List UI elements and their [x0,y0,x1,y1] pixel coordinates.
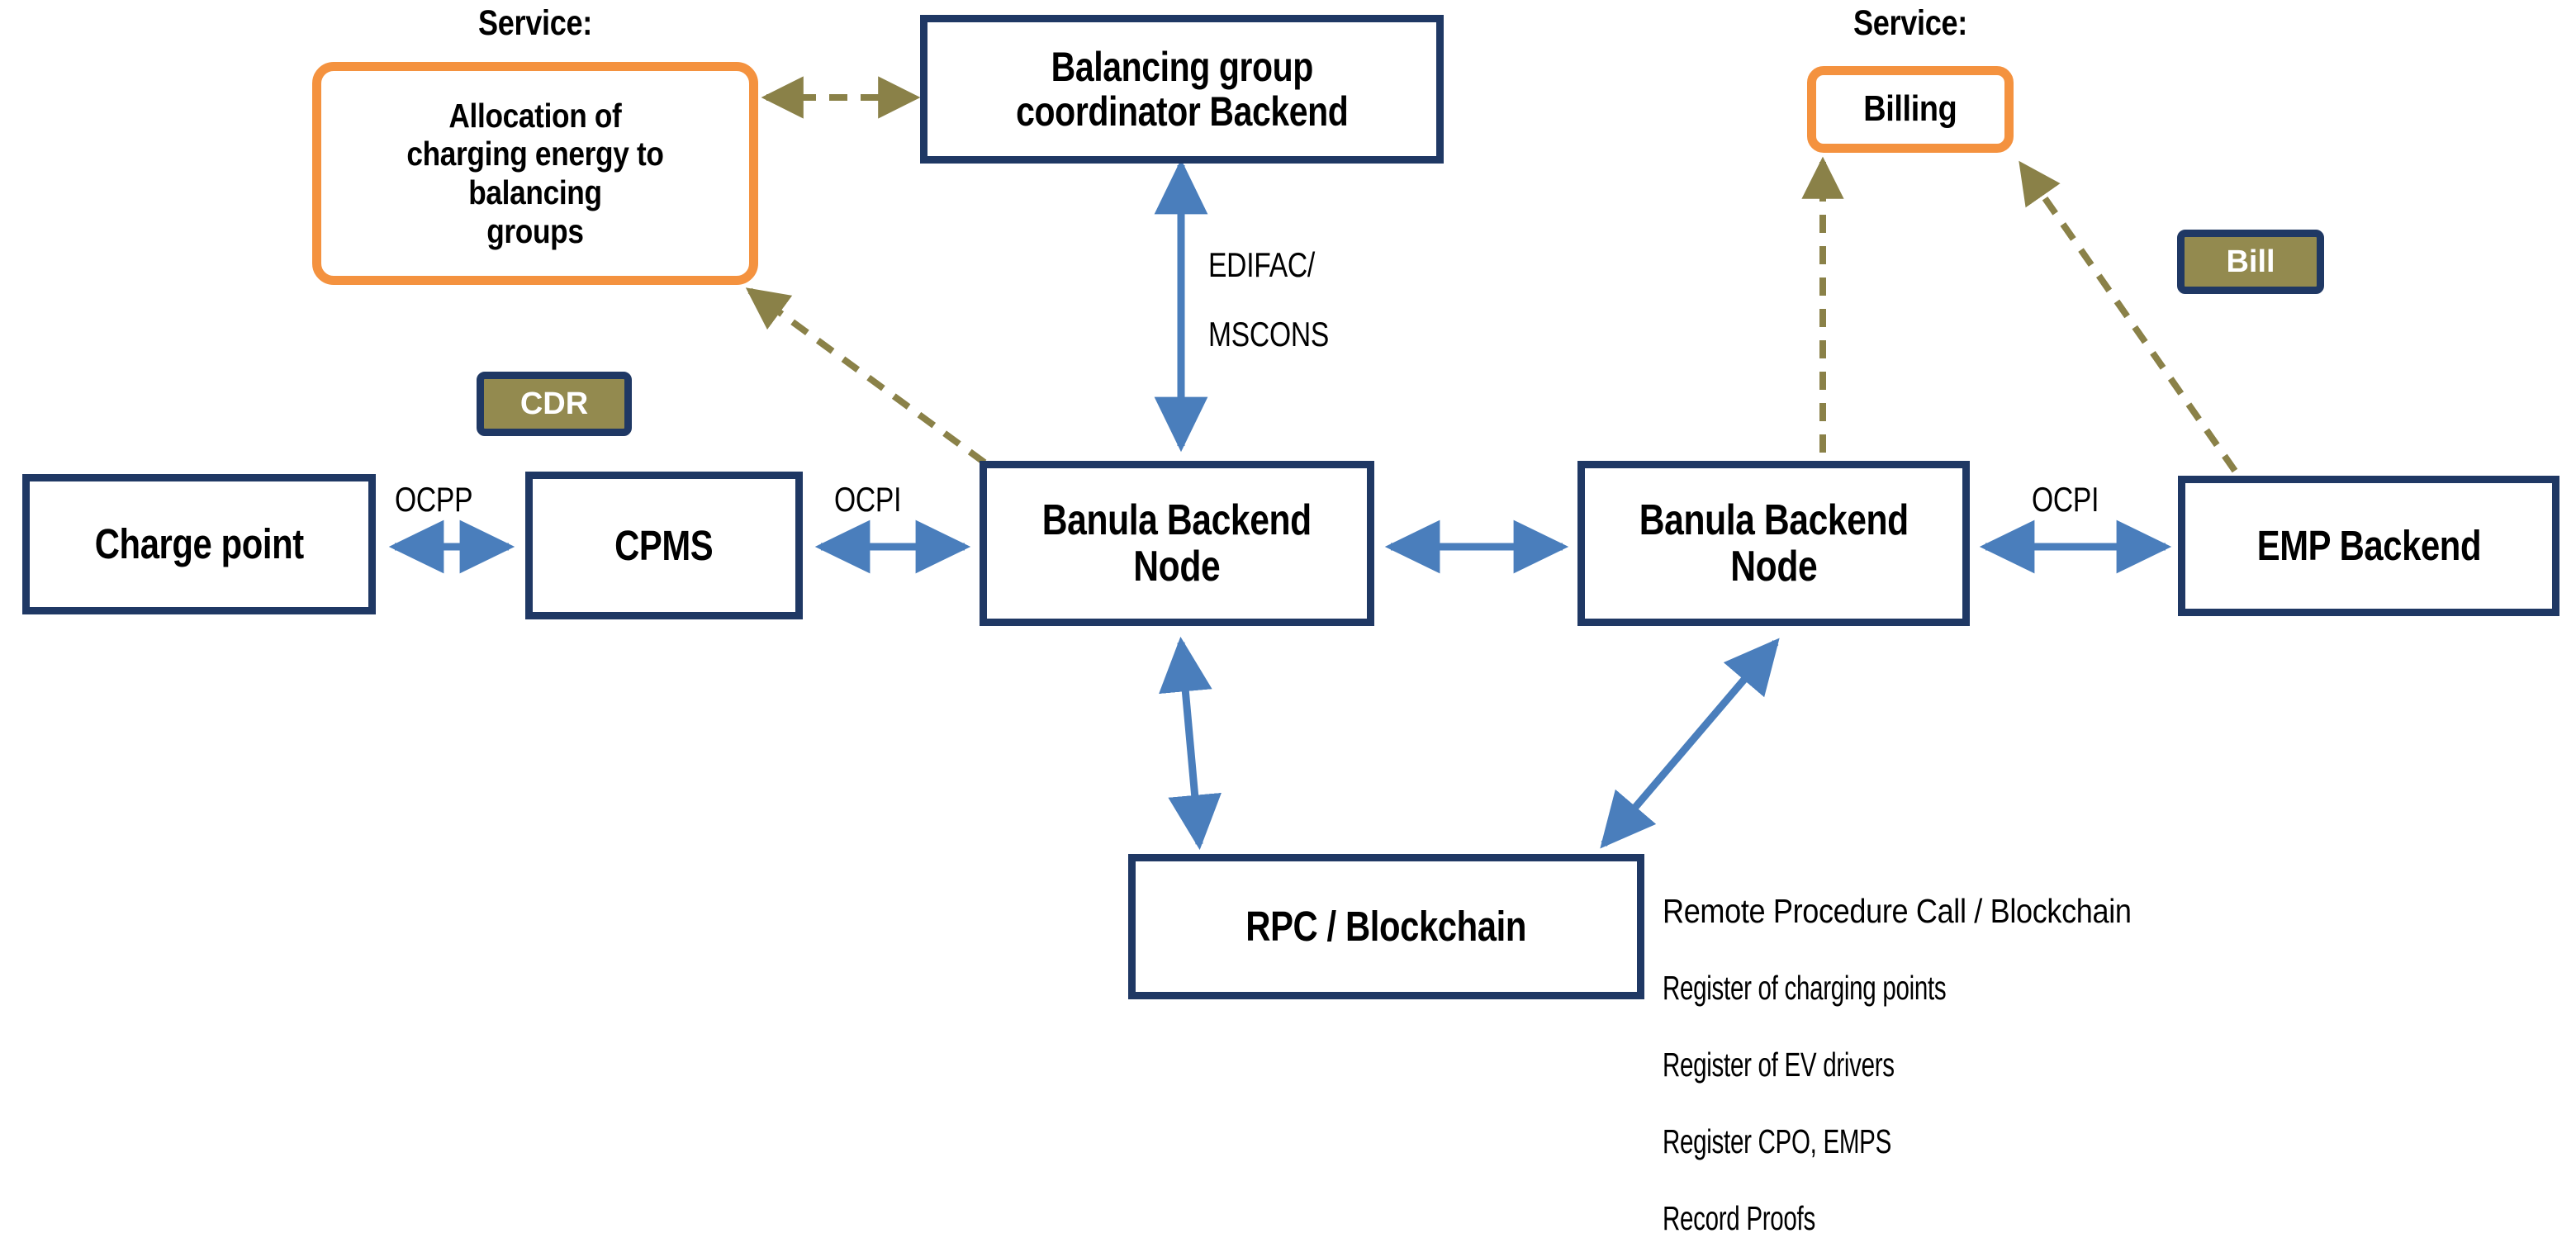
edge-label-ocpi-right: OCPI [2032,480,2099,519]
legend-line: Register of EV drivers [1663,1046,1895,1084]
artifact-badge-bill[interactable]: Bill [2177,230,2324,294]
node-cpms[interactable]: CPMS [525,472,803,619]
node-balancing-group-coordinator-label: Balancing group coordinator Backend [1015,44,1349,135]
node-rpc-blockchain-label: RPC / Blockchain [1245,903,1527,951]
node-banula-backend-node-left-label: Banula Backend Node [1041,496,1312,591]
rpc-blockchain-legend: Remote Procedure Call / Blockchain Regis… [1663,892,2488,1238]
legend-line: Register of charging points [1663,969,1947,1007]
edge-label-edifac-mscons: EDIFAC/ MSCONS [1208,245,1330,353]
service-box-allocation-label: Allocation of charging energy to balanci… [406,96,664,250]
artifact-badge-cdr-label: CDR [519,386,589,421]
legend-line: Record Proofs [1663,1199,1815,1237]
node-emp-backend-label: EMP Backend [2256,522,2481,570]
artifact-badge-cdr[interactable]: CDR [477,372,632,436]
service-box-billing-label: Billing [1863,88,1957,130]
connector-banula-left-allocation [745,287,987,466]
node-cpms-label: CPMS [614,521,714,569]
node-banula-backend-node-right[interactable]: Banula Backend Node [1577,461,1970,626]
node-banula-backend-node-left[interactable]: Banula Backend Node [980,461,1374,626]
connector-banula-left-rpc [1159,636,1222,851]
node-emp-backend[interactable]: EMP Backend [2178,476,2559,616]
legend-line: Remote Procedure Call / Blockchain [1663,892,2132,930]
service-box-billing[interactable]: Billing [1807,66,2014,153]
service-caption-left: Service: [478,3,592,43]
connector-banula-right-rpc [1600,638,1780,849]
connector-emp-billing [2019,160,2238,473]
node-charge-point-label: Charge point [94,520,304,568]
edge-label-ocpi-left: OCPI [834,480,902,519]
node-charge-point[interactable]: Charge point [22,474,376,614]
edge-label-ocpp: OCPP [395,480,473,519]
legend-line: Register CPO, EMPS [1663,1122,1891,1160]
node-rpc-blockchain[interactable]: RPC / Blockchain [1128,854,1644,999]
service-caption-right: Service: [1853,3,1967,43]
node-balancing-group-coordinator[interactable]: Balancing group coordinator Backend [920,15,1444,164]
node-banula-backend-node-right-label: Banula Backend Node [1639,496,1909,591]
artifact-badge-bill-label: Bill [2226,244,2275,279]
service-box-allocation[interactable]: Allocation of charging energy to balanci… [312,62,758,285]
